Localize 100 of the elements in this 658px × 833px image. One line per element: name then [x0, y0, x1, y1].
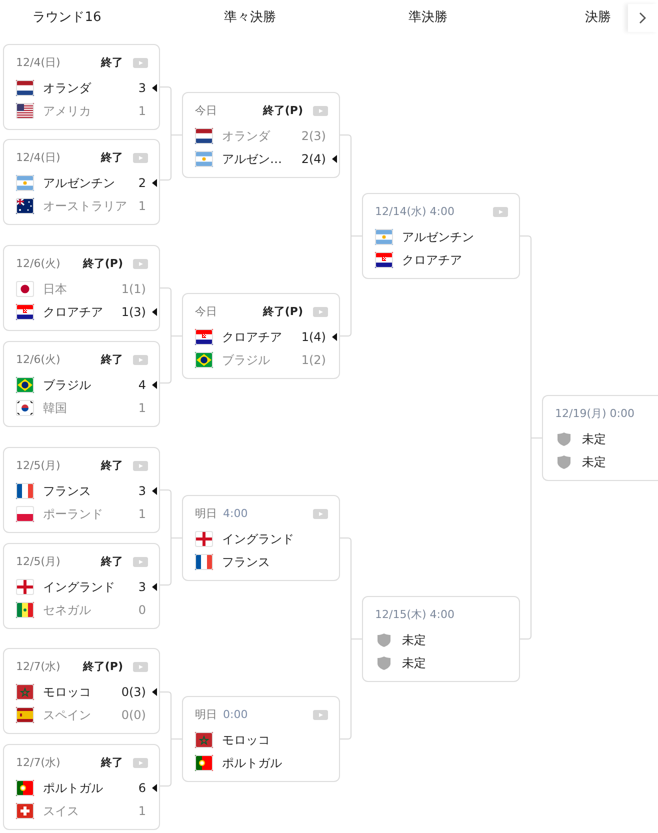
- score: 6: [138, 780, 146, 796]
- team-name: 未定: [402, 632, 426, 648]
- date-text: 12/4(日): [16, 55, 60, 71]
- match-card: [182, 293, 340, 379]
- date-text: 12/19(月) 0:00: [555, 406, 634, 422]
- team-name: オランダ: [222, 128, 270, 144]
- team-name: 未定: [582, 431, 606, 447]
- match-card: [542, 395, 658, 481]
- team-name: セネガル: [43, 602, 91, 618]
- team-name: モロッコ: [43, 684, 91, 700]
- time-text: 0:00: [223, 707, 248, 723]
- match-card: [3, 44, 160, 130]
- team-name: ポルトガル: [43, 780, 103, 796]
- team-name: スイス: [43, 803, 79, 819]
- team-name: ブラジル: [222, 352, 270, 368]
- team-name: アルゼンチン: [402, 229, 474, 245]
- bracket-line: [160, 336, 182, 384]
- team-name: アルゼン…: [222, 151, 282, 167]
- score: 0(0): [121, 707, 146, 723]
- match-status: 終了: [101, 755, 123, 771]
- team-name: クロアチア: [402, 252, 462, 268]
- score: 3: [138, 483, 146, 499]
- round-heading: 準々決勝: [224, 10, 276, 26]
- score: 2: [138, 175, 146, 191]
- date-text: 12/15(木) 4:00: [375, 607, 454, 623]
- bracket-line: [340, 236, 362, 336]
- score: 1: [138, 103, 146, 119]
- team-name: 未定: [402, 655, 426, 671]
- match-status: 終了(P): [262, 103, 303, 119]
- match-status: 終了(P): [82, 256, 123, 272]
- date-text: 明日: [195, 506, 217, 522]
- match-card: [3, 744, 160, 830]
- date-text: 12/14(水) 4:00: [375, 204, 454, 220]
- score: 1: [138, 803, 146, 819]
- bracket-line: [160, 134, 182, 180]
- date-text: 12/6(火): [16, 256, 60, 272]
- score: 1(4): [301, 329, 326, 345]
- match-card: [3, 648, 160, 734]
- bracket-line: [160, 738, 182, 786]
- match-status: 終了: [101, 55, 123, 71]
- time-text: 4:00: [223, 506, 248, 522]
- team-name: アメリカ: [43, 103, 91, 119]
- team-name: モロッコ: [222, 732, 270, 748]
- team-name: オーストラリア: [43, 198, 127, 214]
- bracket-line: [160, 538, 182, 586]
- team-name: スペイン: [43, 707, 91, 723]
- match-card: [182, 92, 340, 178]
- score: 4: [138, 377, 146, 393]
- score: 1(1): [121, 281, 146, 297]
- team-name: 未定: [582, 454, 606, 470]
- date-text: 12/5(月): [16, 458, 60, 474]
- date-text: 12/7(水): [16, 659, 60, 675]
- match-card: [182, 696, 340, 782]
- score: 3: [138, 579, 146, 595]
- score: 1(2): [301, 352, 326, 368]
- team-name: クロアチア: [222, 329, 282, 345]
- team-name: フランス: [43, 483, 91, 499]
- date-text: 12/4(日): [16, 150, 60, 166]
- bracket-line: [520, 438, 542, 640]
- match-card: [3, 543, 160, 629]
- team-name: ポルトガル: [222, 755, 282, 771]
- score: 1(3): [121, 304, 146, 320]
- team-name: 韓国: [43, 400, 67, 416]
- round-heading: ラウンド16: [32, 10, 102, 26]
- team-name: イングランド: [222, 531, 294, 547]
- match-status: 終了: [101, 150, 123, 166]
- score: 1: [138, 506, 146, 522]
- team-name: オランダ: [43, 80, 91, 96]
- team-name: ポーランド: [43, 506, 103, 522]
- match-card: [182, 495, 340, 581]
- team-name: ブラジル: [43, 377, 91, 393]
- team-name: イングランド: [43, 579, 115, 595]
- round-heading: 決勝: [585, 10, 611, 26]
- score: 2(3): [301, 128, 326, 144]
- score: 0(3): [121, 684, 146, 700]
- match-status: 終了(P): [82, 659, 123, 675]
- match-status: 終了: [101, 352, 123, 368]
- date-text: 今日: [195, 103, 217, 119]
- match-card: [3, 139, 160, 225]
- team-name: クロアチア: [43, 304, 103, 320]
- round-heading: 準決勝: [408, 10, 448, 26]
- date-text: 12/6(火): [16, 352, 60, 368]
- score: 2(4): [301, 151, 326, 167]
- match-card: [3, 447, 160, 533]
- date-text: 12/5(月): [16, 554, 60, 570]
- team-name: フランス: [222, 554, 270, 570]
- match-card: [362, 193, 520, 279]
- team-name: 日本: [43, 281, 67, 297]
- match-card: [3, 245, 160, 331]
- bracket-line: [340, 638, 362, 740]
- match-status: 終了: [101, 458, 123, 474]
- score: 1: [138, 400, 146, 416]
- score: 3: [138, 80, 146, 96]
- date-text: 12/7(水): [16, 755, 60, 771]
- match-card: [3, 341, 160, 427]
- match-card: [362, 596, 520, 682]
- score: 0: [138, 602, 146, 618]
- date-text: 今日: [195, 304, 217, 320]
- match-status: 終了(P): [262, 304, 303, 320]
- score: 1: [138, 198, 146, 214]
